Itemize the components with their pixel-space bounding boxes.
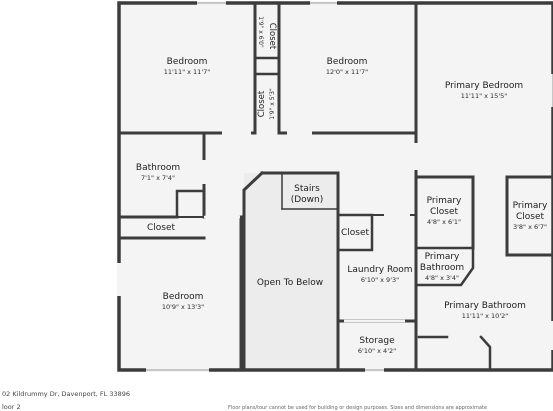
room-bedroom-2: Bedroom 12'0" x 11'7"	[326, 57, 368, 76]
room-bathroom: Bathroom 7'1" x 7'4"	[136, 163, 180, 182]
room-dims: 1'9" x 5'3"	[269, 88, 276, 120]
room-bedroom-1: Bedroom 11'11" x 11'7"	[164, 57, 210, 76]
wall-open-to-below	[242, 170, 340, 372]
room-bedroom-3: Bedroom 10'9" x 13'3"	[162, 292, 204, 311]
room-dims: 11'11" x 11'7"	[164, 68, 210, 76]
room-dims: 7'1" x 7'4"	[141, 174, 175, 182]
room-dims: 1'9" x 6'0"	[257, 16, 264, 48]
room-closet-1: Closet 1'9" x 6'0"	[257, 16, 277, 50]
room-primary-closet-2: Primary Closet 3'8" x 6'7"	[513, 201, 548, 231]
room-name-line2: Closet	[430, 207, 459, 217]
room-primary-closet-1: Primary Closet 4'8" x 6'1"	[427, 196, 462, 226]
room-closet-2: Closet 1'9" x 5'3"	[257, 88, 276, 120]
room-name: Primary Bathroom	[444, 301, 526, 311]
wall-primary-closet1	[414, 175, 475, 250]
room-laundry-room: Laundry Room 6'10" x 9'3"	[347, 265, 412, 284]
footer-floor-label: loor 2	[2, 403, 21, 411]
room-name: Closet	[257, 90, 267, 117]
room-name-line1: Primary	[425, 252, 460, 262]
room-name-line1: Stairs	[294, 184, 320, 194]
wall-laundry-closet	[336, 213, 374, 252]
room-name: Closet	[267, 23, 277, 50]
room-dims: 3'8" x 6'7"	[513, 223, 547, 231]
windows	[146, 2, 553, 371]
room-name-line2: Bathroom	[420, 263, 464, 273]
room-name: Bedroom	[163, 292, 204, 302]
footer-address: 02 Kildrummy Dr, Davenport, FL 33896	[2, 390, 131, 398]
room-name: Storage	[359, 336, 395, 346]
room-stairs: Stairs (Down)	[291, 184, 324, 205]
room-dims: 4'8" x 3'4"	[425, 274, 459, 282]
room-name: Laundry Room	[347, 265, 412, 275]
room-name: Open To Below	[257, 278, 323, 288]
room-name: Closet	[147, 223, 176, 233]
room-dims: 10'9" x 13'3"	[162, 303, 204, 311]
room-storage: Storage 6'10" x 4'2"	[358, 336, 396, 355]
room-name: Closet	[341, 228, 370, 238]
room-primary-bathroom-small: Primary Bathroom 4'8" x 3'4"	[420, 252, 464, 282]
room-dims: 6'10" x 4'2"	[358, 347, 396, 355]
wall-bathroom-notch	[175, 189, 206, 219]
room-primary-bathroom: Primary Bathroom 11'11" x 10'2"	[444, 301, 526, 320]
room-dims: 11'11" x 10'2"	[462, 312, 508, 320]
room-name: Bedroom	[167, 57, 208, 67]
footer-disclaimer: Floor plans/tour cannot be used for buil…	[228, 405, 488, 411]
wall-primary-bath-small	[414, 246, 475, 287]
room-name: Bathroom	[136, 163, 180, 173]
room-name-line1: Primary	[427, 196, 462, 206]
room-closet-laundry: Closet	[341, 228, 370, 238]
room-labels: Bedroom 11'11" x 11'7" Closet 1'9" x 6'0…	[136, 16, 548, 355]
room-dims: 4'8" x 6'1"	[427, 218, 461, 226]
room-dims: 11'11" x 15'5"	[461, 92, 507, 100]
room-name: Bedroom	[327, 57, 368, 67]
room-closet-hall: Closet	[147, 223, 176, 233]
room-open-to-below: Open To Below	[257, 278, 323, 288]
wall-primary-bath-tub	[479, 335, 492, 372]
room-dims: 12'0" x 11'7"	[326, 68, 368, 76]
room-primary-bedroom: Primary Bedroom 11'11" x 15'5"	[445, 81, 523, 100]
room-dims: 6'10" x 9'3"	[361, 276, 399, 284]
room-name-line1: Primary	[513, 201, 548, 211]
wall-primary-closet2	[505, 175, 553, 257]
room-name-line2: Closet	[516, 212, 545, 222]
open-to-below-area	[244, 173, 338, 368]
room-name-line2: (Down)	[291, 195, 324, 205]
room-name: Primary Bedroom	[445, 81, 523, 91]
